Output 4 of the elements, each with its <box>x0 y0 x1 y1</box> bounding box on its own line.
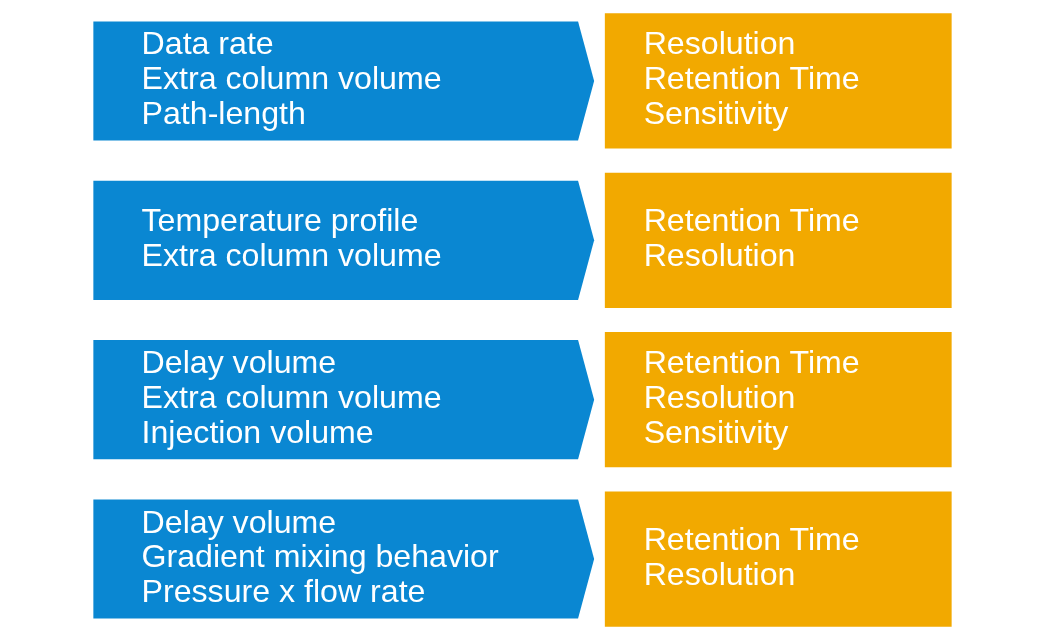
node-box: Resolution Retention Time Sensitivity <box>604 13 952 149</box>
node-box: Retention Time Resolution <box>604 172 952 308</box>
node-box: Retention Time Resolution <box>604 491 952 627</box>
node-box: Retention Time Resolution Sensitivity <box>604 332 952 468</box>
